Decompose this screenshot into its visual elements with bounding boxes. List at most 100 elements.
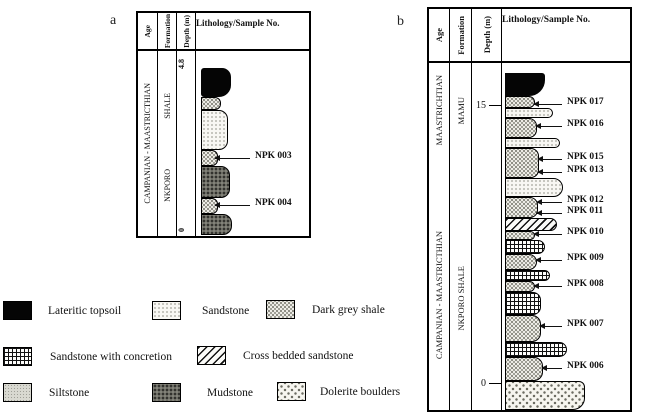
header-formation-cell: Formation (450, 9, 472, 61)
lith-layer-mudstone (201, 214, 232, 235)
lith-layer-dark-grey-shale (505, 148, 539, 178)
sample-arrow-line (536, 260, 562, 261)
depth-bottom-label-a: 0 (177, 228, 186, 232)
age-cell-a: CAMPANIAN - MAASTRICTHIAN (138, 51, 158, 236)
lith-layer-sandstone (505, 178, 563, 197)
arrow-left-icon (536, 199, 542, 205)
arrow-left-icon (536, 210, 542, 216)
lith-layer-sandstone (201, 110, 228, 150)
age-label-a: CAMPANIAN - MAASTRICTHIAN (143, 83, 152, 204)
sample-marker: NPK 006 (502, 361, 630, 374)
age-upper-box-b: MAASTRICHTIAN (429, 63, 449, 158)
sample-arrow-line (215, 158, 250, 159)
formation-upper-box-a: SHALE (158, 71, 176, 141)
sample-label: NPK 007 (567, 319, 604, 329)
arrow-left-icon (537, 169, 543, 175)
legend-swatch-lateritic-topsoil-icon (3, 301, 32, 320)
formation-cell-b: MAMU NKPORO SHALE (450, 63, 472, 410)
arrow-left-icon (539, 323, 545, 329)
legend-item-dolerite-boulders: Dolerite boulders (277, 382, 400, 401)
sample-arrow-line (542, 368, 562, 369)
legend-swatch-dark-grey-shale-icon (266, 300, 295, 319)
sample-arrow-line (540, 326, 562, 327)
lith-layer-sandstone (505, 138, 560, 148)
column-b-header-row: Age Formation Depth (m) Lithology/Sample… (429, 9, 630, 63)
sample-marker: NPK 012 (502, 195, 630, 208)
formation-lower-box-b: NKPORO SHALE (450, 228, 471, 368)
header-lithology-cell: Lithology/Sample No. (502, 9, 630, 61)
legend-label: Dark grey shale (312, 303, 385, 316)
depth-cell-a: 4.8 0 (177, 51, 196, 236)
sample-arrow-line (538, 172, 562, 173)
strat-column-a: Age Formation Depth (m) Lithology/Sample… (136, 11, 311, 238)
sample-marker: NPK 004 (196, 198, 309, 211)
legend-label: Lateritic topsoil (48, 304, 122, 317)
header-depth-cell: Depth (m) (472, 9, 502, 61)
legend-item-dark-grey-shale: Dark grey shale (266, 300, 385, 319)
legend-item-cross-bedded-sandstone: Cross bedded sandstone (197, 346, 354, 365)
arrow-left-icon (533, 101, 539, 107)
formation-lower-label-a: NKPORO (162, 168, 172, 202)
sample-label: NPK 013 (567, 165, 604, 175)
legend-swatch-sandstone-concretion-icon (3, 347, 32, 366)
sample-label: NPK 006 (567, 361, 604, 371)
column-a-body-row: CAMPANIAN - MAASTRICTHIAN SHALE NKPORO 4… (138, 51, 309, 236)
lith-layer-mudstone (201, 166, 230, 198)
formation-lower-box-a: NKPORO (158, 146, 176, 224)
sample-marker: NPK 003 (196, 151, 309, 164)
sample-arrow-line (537, 213, 562, 214)
formation-cell-a: SHALE NKPORO (158, 51, 177, 236)
arrow-left-icon (541, 365, 547, 371)
legend-label: Siltstone (49, 386, 90, 399)
sample-marker: NPK 016 (502, 119, 630, 132)
age-upper-label-b: MAASTRICHTIAN (434, 75, 444, 146)
sample-marker: NPK 008 (502, 279, 630, 292)
column-header-depth: Depth (m) (181, 14, 191, 48)
legend-label: Sandstone with concretion (50, 350, 173, 363)
sample-label: NPK 008 (567, 279, 604, 289)
legend-swatch-sandstone-icon (152, 301, 181, 320)
header-age-cell: Age (429, 9, 450, 61)
sample-arrow-line (215, 205, 250, 206)
column-header-age: Age (143, 24, 152, 38)
depth-cell-b: 15 0 (472, 63, 502, 410)
lith-layer-dark-grey-shale (505, 118, 537, 138)
lith-layer-dark-grey-shale (505, 197, 538, 218)
sample-marker: NPK 009 (502, 253, 630, 266)
formation-upper-label-b: MAMU (455, 96, 466, 125)
sample-arrow-line (538, 159, 562, 160)
arrow-left-icon (533, 231, 539, 237)
formation-upper-label-a: SHALE (162, 93, 172, 119)
sample-label: NPK 004 (255, 198, 292, 208)
depth-top-label-a: 4.8 (177, 59, 186, 69)
arrow-left-icon (533, 283, 539, 289)
sample-label: NPK 009 (567, 253, 604, 263)
sample-label: NPK 016 (567, 119, 604, 129)
panel-b-label: b (397, 14, 404, 29)
column-header-formation: Formation (162, 13, 172, 49)
sample-marker: NPK 011 (502, 206, 630, 219)
legend-item-mudstone: Mudstone (152, 383, 253, 402)
formation-lower-label-b: NKPORO SHALE (455, 265, 466, 331)
sample-marker: NPK 017 (502, 97, 630, 110)
header-depth-cell: Depth (m) (177, 13, 196, 49)
legend-label: Dolerite boulders (320, 385, 401, 398)
sample-arrow-line (534, 286, 562, 287)
legend-label: Cross bedded sandstone (243, 349, 354, 362)
sample-arrow-line (534, 234, 562, 235)
depth-tick-line (489, 383, 502, 384)
sample-label: NPK 012 (567, 195, 604, 205)
lith-layer-lateritic-topsoil (201, 68, 231, 97)
lith-layer-cross-bedded-sandstone (505, 218, 557, 231)
legend-item-sandstone-concretion: Sandstone with concretion (3, 347, 172, 366)
panel-a-label: a (110, 13, 117, 28)
legend-item-siltstone: Siltstone (3, 383, 89, 402)
legend-swatch-cross-bedded-sandstone-icon (197, 346, 226, 365)
sample-arrow-line (536, 126, 562, 127)
legend-swatch-dolerite-boulders-icon (277, 382, 306, 401)
legend-item-sandstone: Sandstone (152, 301, 249, 320)
depth-tick-0: 0 (481, 378, 502, 389)
lith-layer-lateritic-topsoil (505, 73, 545, 96)
